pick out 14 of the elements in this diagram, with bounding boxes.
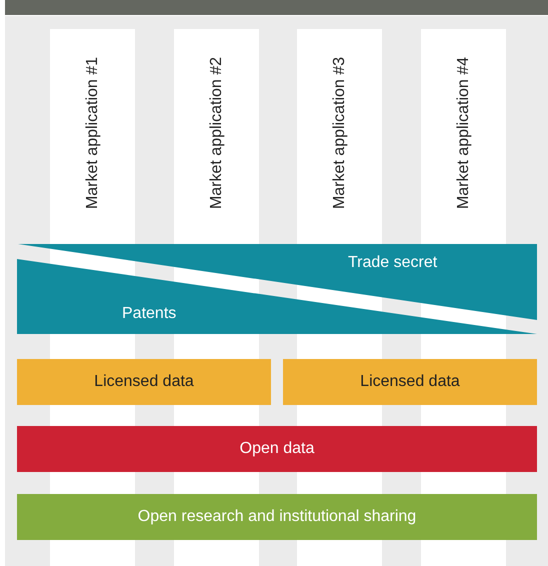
column-label: Market application #3 xyxy=(330,56,348,210)
band-label: Licensed data xyxy=(360,373,460,391)
band-label: Open data xyxy=(240,440,314,458)
column-label: Market application #1 xyxy=(84,56,102,210)
layer-band xyxy=(283,359,537,405)
band-label: Open research and institutional sharing xyxy=(138,508,416,526)
layer-band xyxy=(17,426,537,472)
column-label: Market application #2 xyxy=(208,56,226,210)
band-label: Patents xyxy=(122,305,176,323)
layer-band xyxy=(17,494,537,540)
band-label: Licensed data xyxy=(94,373,194,391)
band-label: Trade secret xyxy=(348,254,438,272)
column-label: Market application #4 xyxy=(454,56,472,210)
layer-band xyxy=(17,359,271,405)
